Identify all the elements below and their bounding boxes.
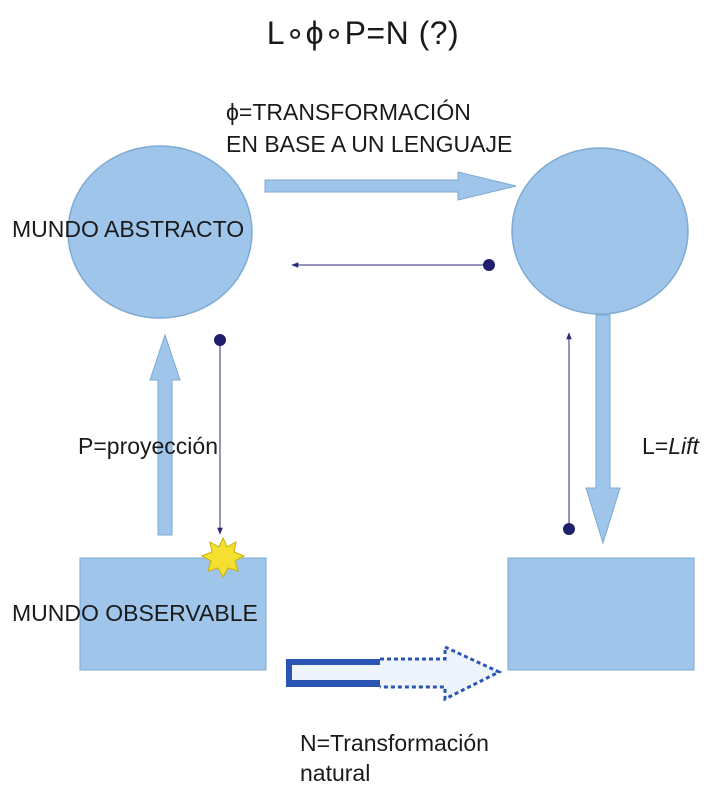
abstract-world-ellipse xyxy=(67,145,253,319)
phi-block-arrow xyxy=(264,171,517,201)
abstract-world-label: MUNDO ABSTRACTO xyxy=(12,216,245,242)
natural-label-line2: natural xyxy=(300,760,371,786)
inverse-phi-dot xyxy=(483,259,495,271)
lift-label-italic: Lift xyxy=(668,433,699,459)
observation-star-icon xyxy=(200,536,246,579)
observable-world-label: MUNDO OBSERVABLE xyxy=(12,600,258,626)
natural-label-line1: N=Transformación xyxy=(300,730,489,756)
projection-label: P=proyección xyxy=(78,433,218,459)
diagram-title: L∘ϕ∘P=N (?) xyxy=(266,15,460,51)
lift-label-prefix: L= xyxy=(642,433,669,459)
inverse-lift-dot xyxy=(563,523,575,535)
natural-transformation-arrow xyxy=(286,644,503,702)
observable-world-rect xyxy=(79,557,267,671)
natural-transformation-label: N=Transformación natural xyxy=(300,728,489,788)
phi-label-line2: EN BASE A UN LENGUAJE xyxy=(226,131,513,157)
lifted-world-rect xyxy=(507,557,695,671)
inverse-projection-dot xyxy=(214,334,226,346)
phi-label-line1: ϕ=TRANSFORMACIÓN xyxy=(226,99,471,125)
projection-block-arrow xyxy=(149,333,181,536)
lift-block-arrow xyxy=(585,314,621,545)
lift-label: L=Lift xyxy=(642,433,699,460)
phi-label: ϕ=TRANSFORMACIÓN EN BASE A UN LENGUAJE xyxy=(226,96,512,160)
language-world-ellipse xyxy=(511,147,689,315)
